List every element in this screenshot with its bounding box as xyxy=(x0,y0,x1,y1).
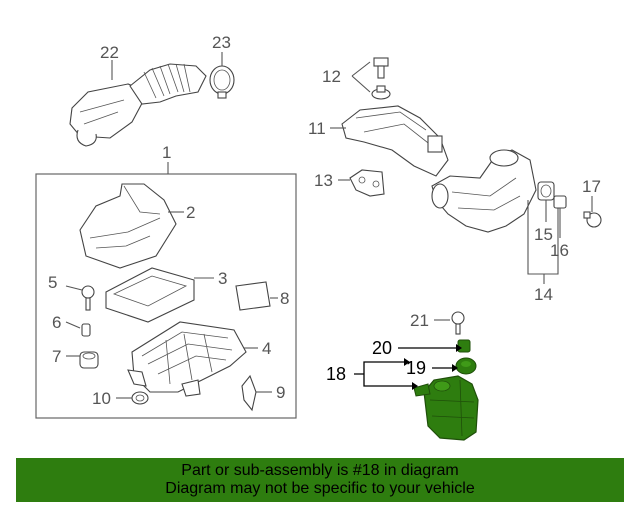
part-12-bolt xyxy=(371,57,391,100)
callout-11: 11 xyxy=(308,119,326,138)
part-18-reservoir xyxy=(413,375,479,441)
part-14-intake-pipe xyxy=(431,149,537,233)
callout-23: 23 xyxy=(212,33,231,52)
callout-6: 6 xyxy=(52,313,61,332)
part-11-resonator xyxy=(341,105,449,177)
callout-2: 2 xyxy=(186,203,195,222)
part-2-filter-cover xyxy=(79,183,177,269)
arrow-20 xyxy=(456,344,462,352)
callout-12: 12 xyxy=(322,67,341,86)
callout-18: 18 xyxy=(326,364,346,384)
part-9-bracket xyxy=(241,374,257,412)
assembly-1-frame xyxy=(35,173,297,419)
part-17-bolt xyxy=(583,211,602,228)
arrow-18a xyxy=(404,358,410,366)
part-3-filter-element xyxy=(105,267,195,323)
callout-22: 22 xyxy=(100,43,119,62)
callout-4: 4 xyxy=(262,339,271,358)
callout-10: 10 xyxy=(92,389,111,408)
part-10-grommet xyxy=(131,391,149,405)
part-21-bolt xyxy=(451,311,465,335)
part-22-intake-duct xyxy=(69,63,207,147)
part-6-clip xyxy=(81,323,91,337)
leader-5 xyxy=(65,285,83,291)
callout-17: 17 xyxy=(582,177,601,196)
callout-15: 15 xyxy=(534,225,553,244)
part-info-banner: Part or sub-assembly is #18 in diagram D… xyxy=(16,458,624,502)
callout-3: 3 xyxy=(218,269,227,288)
arrow-19 xyxy=(452,364,458,372)
callout-1: 1 xyxy=(162,143,171,162)
part-20-cap xyxy=(457,339,471,353)
banner-line-2: Diagram may not be specific to your vehi… xyxy=(165,480,475,497)
callout-7: 7 xyxy=(52,347,61,366)
leader-14 xyxy=(527,200,559,275)
part-7-insulator xyxy=(79,351,99,369)
arrow-18b xyxy=(412,382,418,390)
leader-12 xyxy=(351,61,371,93)
part-16-collar xyxy=(553,195,567,209)
part-23-clamp xyxy=(209,65,235,99)
callout-9: 9 xyxy=(276,383,285,402)
callout-20: 20 xyxy=(372,338,392,358)
callout-21: 21 xyxy=(410,311,429,330)
callout-5: 5 xyxy=(48,273,57,292)
leader-18 xyxy=(354,361,414,387)
callout-13: 13 xyxy=(314,171,333,190)
leader-6 xyxy=(65,321,81,329)
callout-19: 19 xyxy=(406,358,426,378)
callout-8: 8 xyxy=(280,289,289,308)
part-4-lower-housing xyxy=(127,321,247,397)
part-5-bolt xyxy=(81,285,95,311)
part-8-seal xyxy=(235,281,271,311)
callout-14: 14 xyxy=(534,285,553,304)
part-19-ring xyxy=(455,357,477,375)
callout-16: 16 xyxy=(550,241,569,260)
part-13-bracket xyxy=(349,169,385,197)
part-15-grommet xyxy=(537,181,555,201)
banner-line-1: Part or sub-assembly is #18 in diagram xyxy=(181,462,459,479)
